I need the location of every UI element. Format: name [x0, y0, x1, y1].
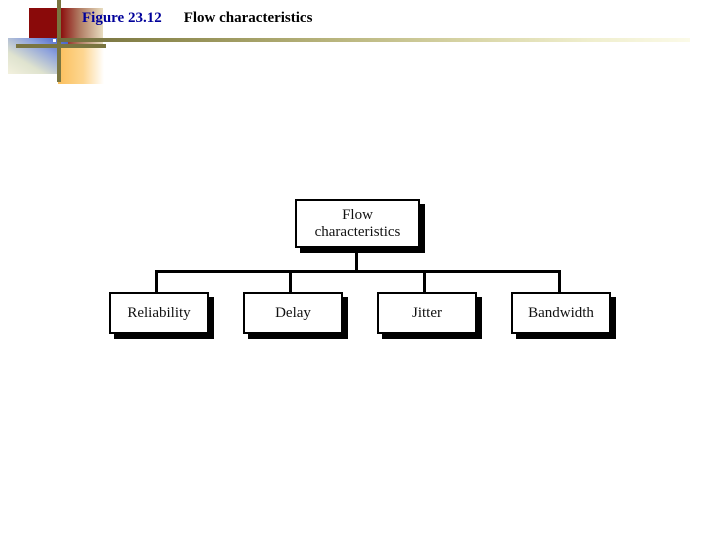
- figure-number: Figure 23.12: [82, 10, 162, 26]
- figure-title: Flow characteristics: [183, 10, 313, 26]
- decorative-horizontal-line: [16, 44, 106, 48]
- tree-node-root-label-line2: characteristics: [314, 223, 401, 240]
- decorative-orange-gradient-square: [58, 44, 104, 84]
- decorative-dot: [53, 39, 56, 42]
- connector-drop-jitter: [423, 270, 426, 292]
- connector-drop-bandwidth: [558, 270, 561, 292]
- tree-node-bandwidth-label: Bandwidth: [528, 304, 594, 321]
- tree-node-root-label-line1: Flow: [342, 206, 373, 223]
- connector-horizontal-bus: [155, 270, 561, 273]
- tree-node-reliability-label: Reliability: [127, 304, 191, 321]
- tree-node-reliability: Reliability: [109, 292, 209, 334]
- header-divider: [58, 38, 690, 42]
- tree-node-delay-label: Delay: [275, 304, 311, 321]
- tree-node-jitter-label: Jitter: [412, 304, 442, 321]
- tree-node-delay: Delay: [243, 292, 343, 334]
- tree-node-jitter: Jitter: [377, 292, 477, 334]
- page-title: Figure 23.12 Flow characteristics: [82, 9, 312, 27]
- connector-drop-reliability: [155, 270, 158, 292]
- connector-root-stem: [355, 248, 358, 272]
- tree-node-bandwidth: Bandwidth: [511, 292, 611, 334]
- connector-drop-delay: [289, 270, 292, 292]
